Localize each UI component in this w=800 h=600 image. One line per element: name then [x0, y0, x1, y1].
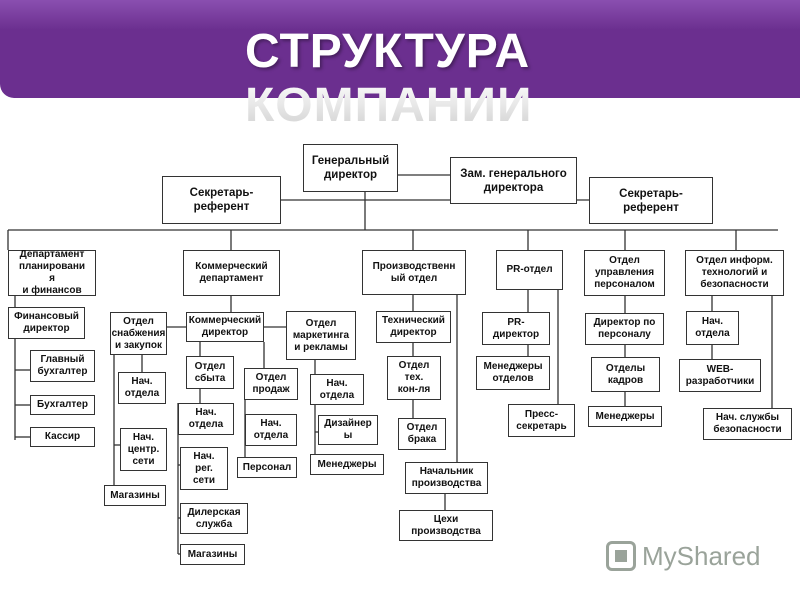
node-secretary-left: Секретарь- референт: [162, 176, 281, 224]
node-finance-department: Департамент планировани я и финансов: [8, 249, 96, 296]
node-press-secretary: Пресс- секретарь: [508, 404, 575, 437]
page-title-line-1: СТРУКТУРА: [245, 25, 531, 78]
node-it-head: Нач. отдела: [686, 311, 739, 345]
node-hr-director: Директор по персоналу: [585, 313, 664, 345]
node-department-managers: Менеджеры отделов: [476, 356, 550, 390]
node-retail-department: Отдел продаж: [244, 368, 298, 400]
node-shops-2: Магазины: [180, 544, 245, 565]
node-production-workshops: Цехи производства: [399, 510, 493, 541]
node-production-head: Начальник производства: [405, 462, 488, 494]
node-staff: Персонал: [237, 457, 297, 478]
node-chief-accountant: Главный бухгалтер: [30, 350, 95, 382]
node-managers-2: Менеджеры: [588, 406, 662, 427]
node-cashier: Кассир: [30, 427, 95, 447]
node-supply-department: Отдел снабжения и закупок: [110, 312, 167, 355]
title-banner: СТРУКТУРА: [0, 0, 800, 98]
banner-gloss: [0, 0, 800, 30]
node-commercial-director: Коммерческий директор: [186, 312, 264, 342]
node-web-developers: WEB- разработчики: [679, 359, 761, 392]
page-title-line-2: КОМПАНИИ: [245, 78, 585, 133]
node-deputy-director: Зам. генерального директора: [450, 157, 577, 204]
node-marketing-head: Нач. отдела: [310, 374, 364, 405]
node-central-network-head: Нач. центр. сети: [120, 428, 167, 471]
node-hr-department: Отдел управления персоналом: [584, 250, 665, 296]
node-dealer-service: Дилерская служба: [180, 503, 248, 534]
node-it-department: Отдел информ. технологий и безопасности: [685, 250, 784, 296]
node-sales-head: Нач. отдела: [178, 403, 234, 435]
node-marketing-department: Отдел маркетинга и рекламы: [286, 311, 356, 360]
node-supply-head: Нач. отдела: [118, 372, 166, 404]
node-security-head: Нач. службы безопасности: [703, 408, 792, 440]
watermark-text: MyShared: [642, 540, 761, 571]
watermark: MyShared: [606, 538, 776, 574]
node-shops-1: Магазины: [104, 485, 166, 506]
node-production-department: Производственн ый отдел: [362, 250, 466, 295]
node-secretary-right: Секретарь- референт: [589, 177, 713, 224]
node-tech-control: Отдел тех. кон-ля: [387, 356, 441, 400]
node-technical-director: Технический директор: [376, 311, 451, 343]
node-defect-department: Отдел брака: [398, 418, 446, 450]
node-designers: Дизайнер ы: [318, 415, 378, 445]
node-regional-network-head: Нач. рег. сети: [180, 447, 228, 490]
node-pr-department: PR-отдел: [496, 250, 563, 290]
node-financial-director: Финансовый директор: [8, 307, 85, 339]
node-accountant: Бухгалтер: [30, 395, 95, 415]
node-general-director: Генеральный директор: [303, 144, 398, 192]
node-pr-director: PR- директор: [482, 312, 550, 345]
node-sales-department: Отдел сбыта: [186, 356, 234, 389]
node-hr-offices: Отделы кадров: [591, 357, 660, 392]
myshared-logo-icon: [606, 541, 636, 571]
node-retail-head: Нач. отдела: [245, 414, 297, 446]
node-managers-1: Менеджеры: [310, 454, 384, 475]
node-commercial-department: Коммерческий департамент: [183, 250, 280, 296]
